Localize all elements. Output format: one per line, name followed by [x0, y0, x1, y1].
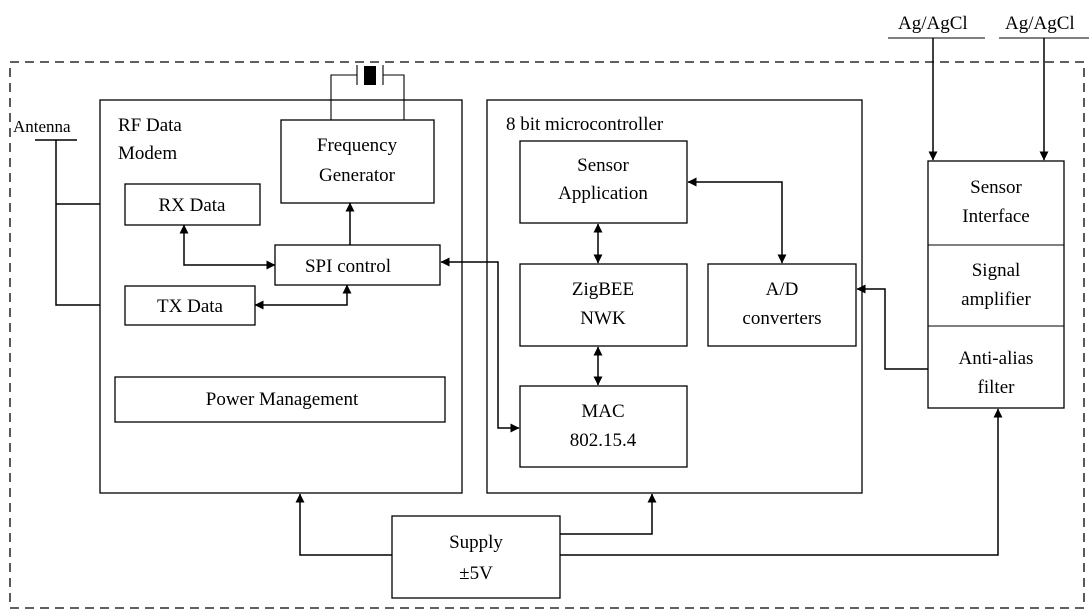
frequency-generator-line1: Frequency — [317, 135, 398, 156]
supply-line2: ±5V — [459, 563, 493, 584]
anti-alias-filter-line2: filter — [978, 377, 1016, 398]
supply-to-sensor-chain-arrow — [560, 408, 1003, 556]
sensor-interface-line1: Sensor — [970, 177, 1022, 198]
sensor-chain-block — [927, 160, 1065, 409]
supply-line1: Supply — [449, 532, 503, 553]
signal-amplifier-line1: Signal — [972, 260, 1021, 281]
electrode-left-label: Ag/AgCl — [898, 13, 968, 34]
sensor-application-line2: Application — [558, 183, 648, 204]
zigbee-nwk-line2: NWK — [580, 308, 626, 329]
spi-control-label: SPI control — [305, 256, 391, 277]
supply-to-microcontroller-arrow — [560, 493, 657, 535]
mac-line1: MAC — [581, 401, 624, 422]
rf-modem-title-line1: RF Data — [118, 115, 182, 136]
sensor-application-block — [519, 140, 688, 224]
power-management-block — [114, 376, 446, 423]
microcontroller-title: 8 bit microcontroller — [506, 114, 664, 135]
antenna-label: Antenna — [13, 117, 71, 136]
rf-modem-title-line2: Modem — [118, 143, 177, 164]
tx-data-label: TX Data — [157, 296, 224, 317]
spi-mac-link — [440, 257, 520, 433]
sensor-interface-line2: Interface — [962, 206, 1030, 227]
sensor-adc-link — [687, 177, 787, 264]
spi-tx-link — [254, 284, 352, 310]
power-management-label: Power Management — [206, 389, 359, 410]
spi-rx-link — [179, 224, 276, 270]
spi-control-block — [274, 244, 441, 286]
supply-to-rf-modem-arrow — [295, 493, 392, 556]
zigbee-nwk-block — [519, 263, 688, 347]
frequency-generator-block — [280, 119, 435, 204]
tx-data-block — [124, 285, 256, 326]
ad-converters-line1: A/D — [766, 279, 799, 300]
signal-amplifier-line2: amplifier — [961, 289, 1031, 310]
crystal-oscillator-icon — [330, 65, 405, 120]
anti-alias-filter-line1: Anti-alias — [959, 348, 1034, 369]
device-enclosure — [9, 61, 1085, 609]
ad-converters-block — [707, 263, 857, 347]
zigbee-nwk-line1: ZigBEE — [572, 279, 634, 300]
supply-block — [391, 515, 561, 599]
sensor-application-line1: Sensor — [577, 155, 629, 176]
electrode-right-label: Ag/AgCl — [1005, 13, 1075, 34]
mac-block — [519, 385, 688, 468]
rx-data-label: RX Data — [158, 195, 226, 216]
mac-line2: 802.15.4 — [570, 430, 637, 451]
filter-to-adc-arrow — [856, 284, 928, 370]
ad-converters-line2: converters — [742, 308, 821, 329]
frequency-generator-line2: Generator — [319, 165, 396, 186]
